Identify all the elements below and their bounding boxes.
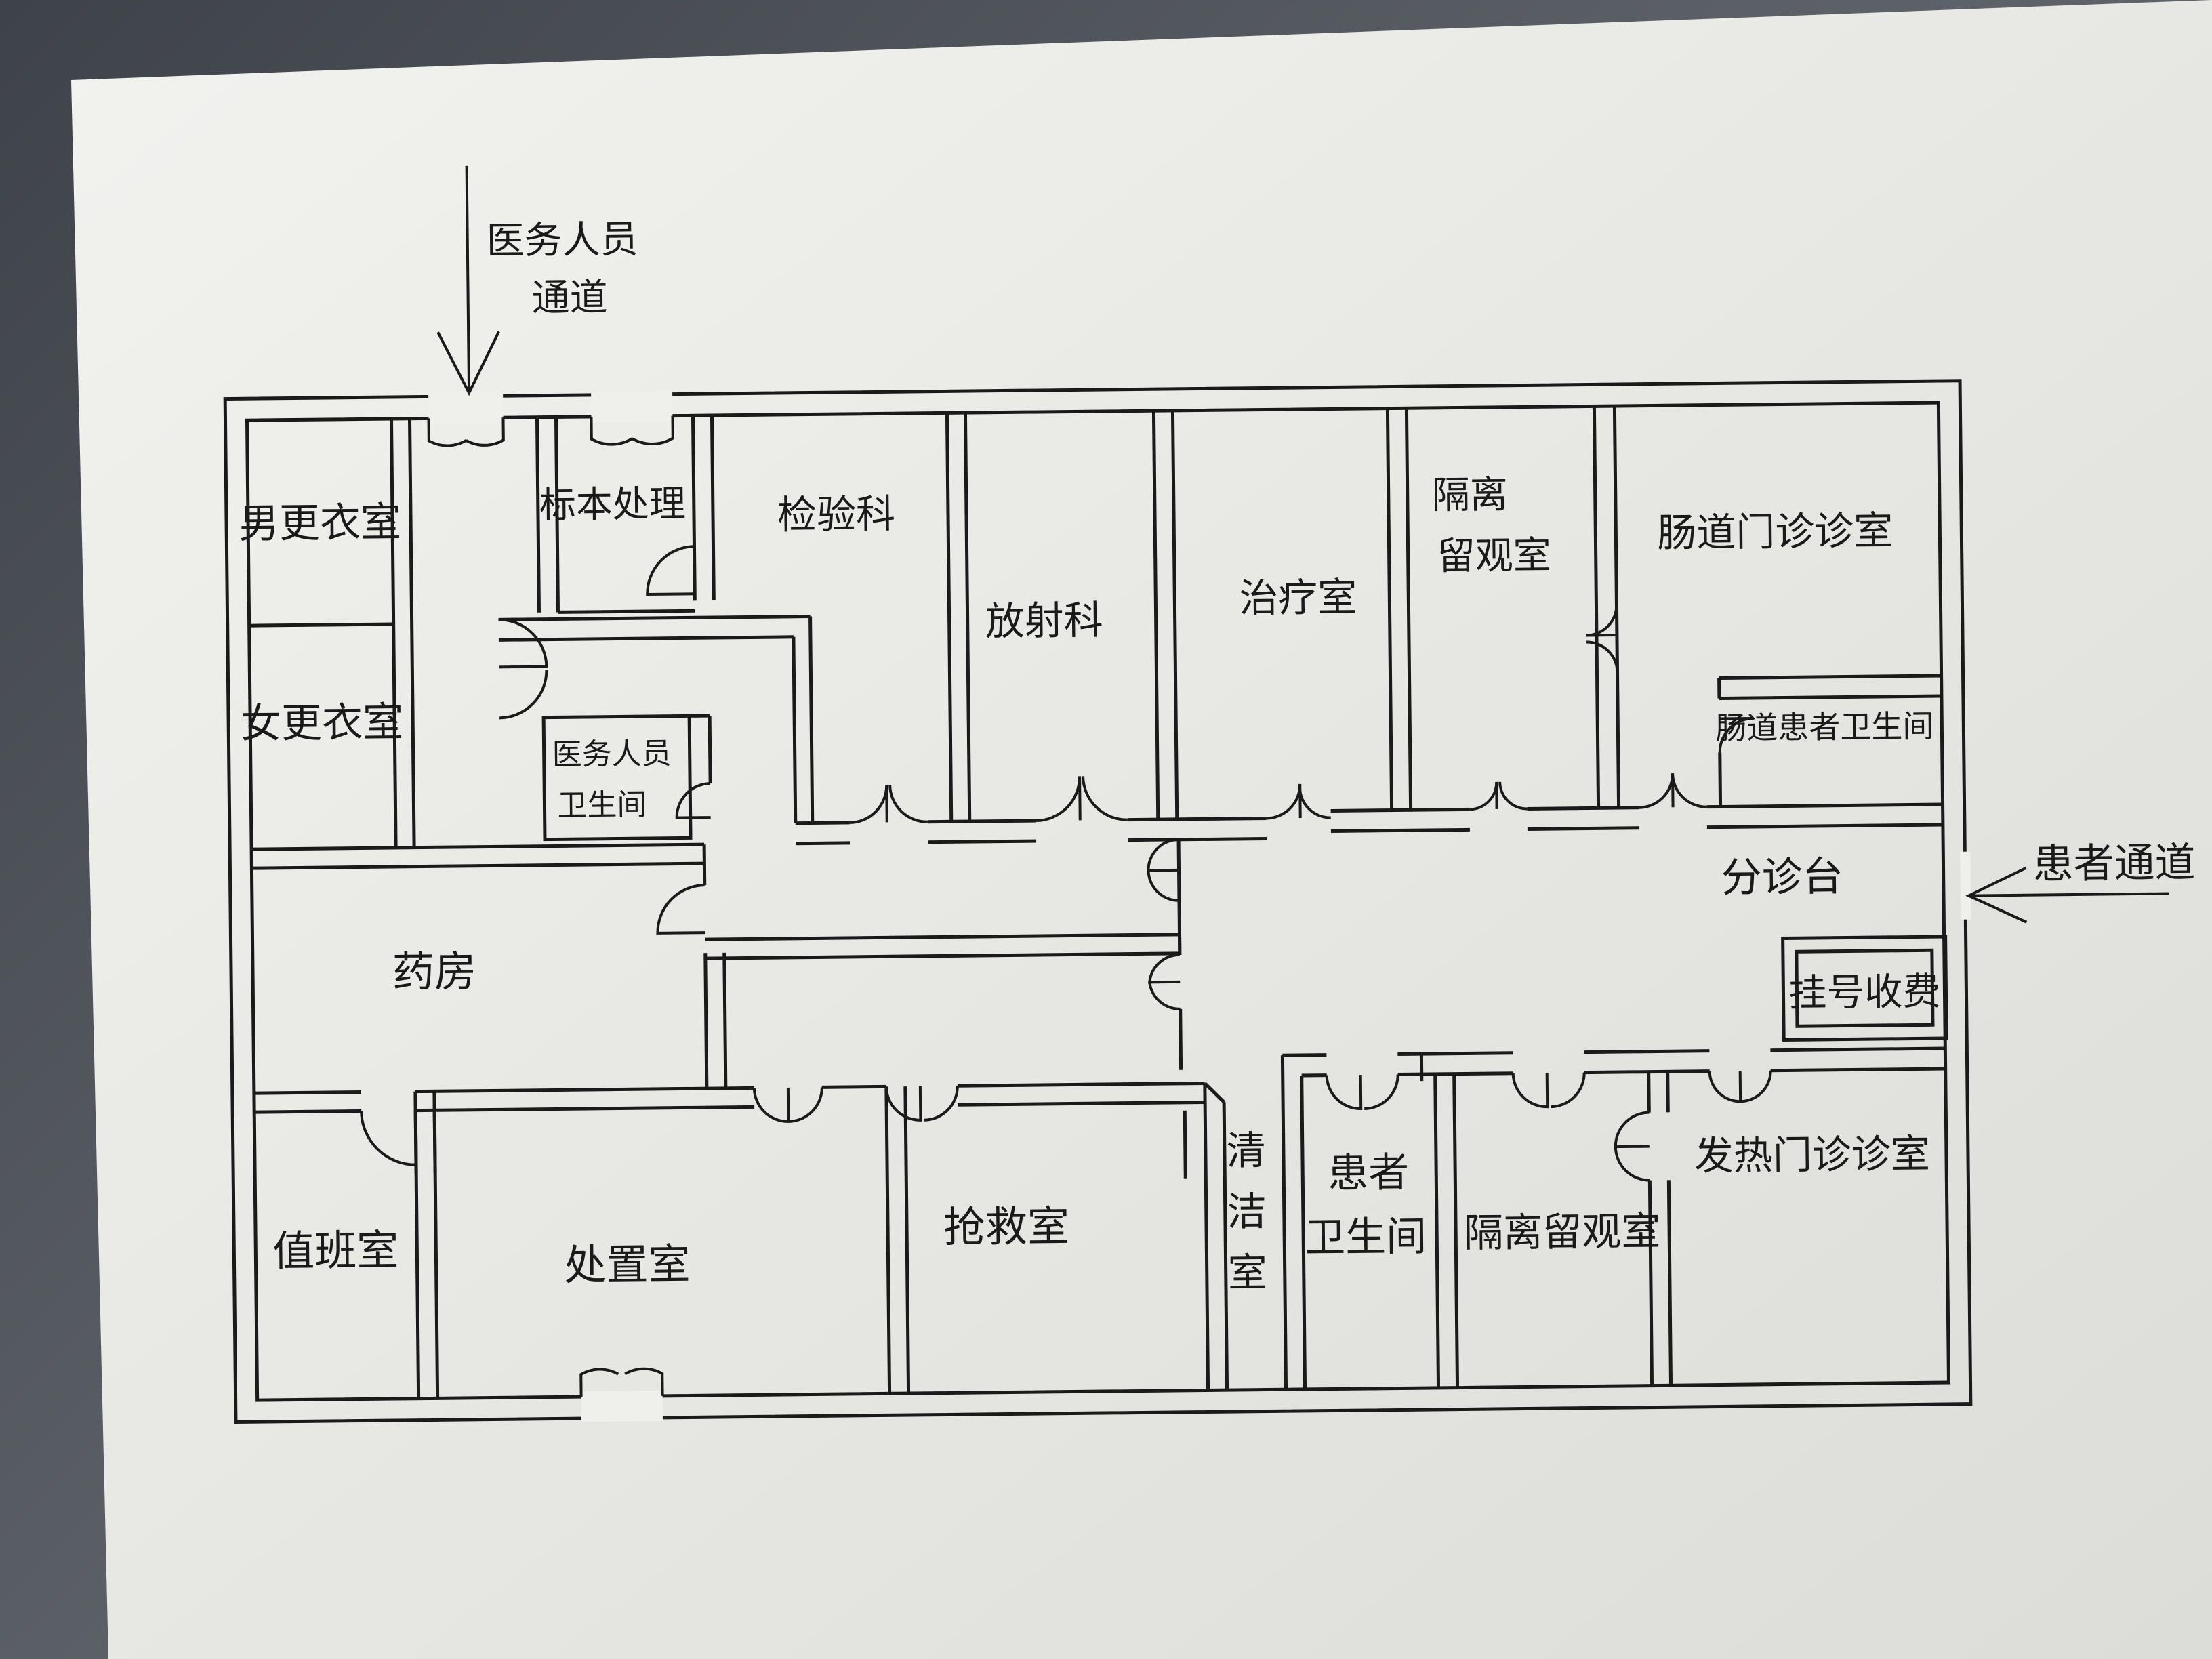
room-isolation-north: 隔离 [1431,473,1508,518]
room-isolation-south: 隔离留观室 [1464,1208,1661,1256]
room-radiology: 放射科 [985,597,1103,644]
room-duty: 值班室 [272,1225,399,1276]
room-female-changing: 女更衣室 [241,699,404,748]
room-staff-toilet: 医务人员 [552,737,672,773]
room-isolation-north-2: 留观室 [1437,533,1551,579]
room-intestinal-toilet: 肠道患者卫生间 [1715,708,1934,746]
patient-entrance-label: 患者通道 [2032,839,2196,888]
patient-entrance-arrow [1965,866,2169,924]
doors [360,415,1772,1397]
room-patient-toilet-2: 卫生间 [1305,1213,1427,1262]
staff-entrance-label-2: 通道 [531,276,608,321]
room-pharmacy: 药房 [392,947,477,997]
room-laboratory: 检验科 [777,491,896,538]
room-staff-toilet-2: 卫生间 [557,787,647,823]
room-male-changing: 男更衣室 [239,499,402,548]
room-cleaning-2: 洁 [1227,1189,1267,1235]
registration-payment: 挂号收费 [1788,970,1941,1015]
room-fever-clinic: 发热门诊诊室 [1694,1130,1931,1179]
triage-desk: 分诊台 [1721,853,1843,902]
room-cleaning: 清 [1227,1128,1267,1174]
room-cleaning-3: 室 [1227,1250,1267,1296]
staff-entrance-arrow [436,165,500,396]
outer-wall-inner [245,401,1951,1402]
wall-openings [428,390,1971,1422]
room-intestinal-clinic: 肠道门诊诊室 [1657,508,1893,556]
room-disposal: 处置室 [564,1239,691,1290]
room-emergency: 抢救室 [943,1202,1070,1252]
room-treatment: 治疗室 [1239,574,1357,621]
staff-entrance-label: 医务人员 [486,218,638,263]
room-patient-toilet: 患者 [1328,1149,1410,1197]
room-specimen-processing: 标本处理 [539,482,687,526]
